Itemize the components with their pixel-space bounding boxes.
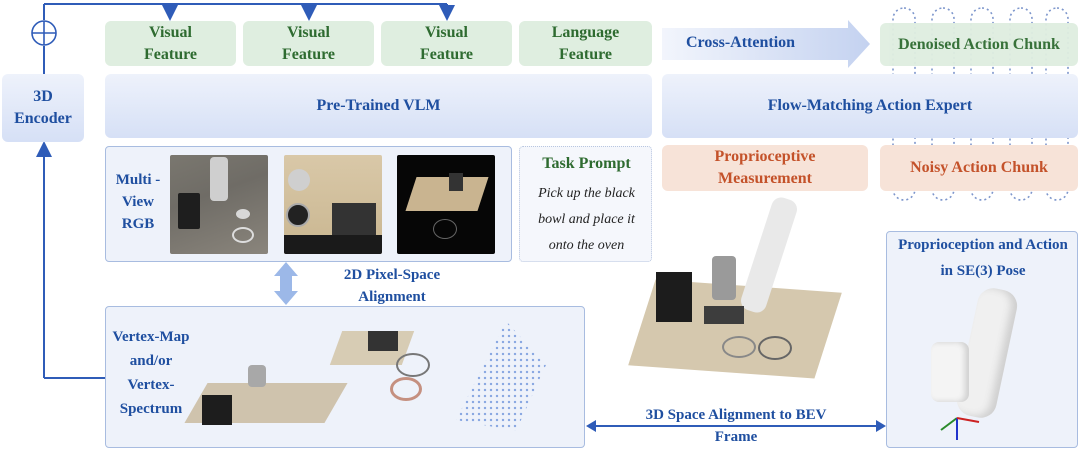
vertex-spectrum-points (456, 321, 546, 431)
noisy-action-chunk-label: Noisy Action Chunk (910, 159, 1048, 176)
space-alignment-label: 3D Space Alignment to BEV Frame (645, 407, 827, 445)
denoised-action-chunk: Denoised Action Chunk (880, 23, 1078, 66)
3d-encoder-box: 3D Encoder (2, 74, 84, 142)
proprioceptive-measurement: Proprioceptive Measurement (662, 145, 868, 191)
task-prompt-text: Pick up the black bowl and place it onto… (538, 186, 635, 253)
task-prompt-panel: Task Prompt Pick up the black bowl and p… (519, 146, 652, 262)
visual-feature-2-label: Visual Feature (281, 23, 335, 63)
task-prompt-title: Task Prompt (542, 155, 631, 172)
visual-feature-2: Visual Feature (243, 21, 374, 66)
action-expert-label: Flow-Matching Action Expert (767, 97, 973, 114)
se3-pose-label: Proprioception and Action in SE(3) Pose (898, 237, 1068, 279)
pixel-align-arrow (274, 262, 298, 305)
vertex-map-rings (390, 377, 422, 401)
bev-scene-image (628, 194, 846, 392)
visual-feature-1-label: Visual Feature (143, 23, 197, 63)
rgb-view-3-image (397, 155, 495, 254)
language-feature-label: Language Feature (551, 23, 620, 63)
noisy-action-chunk: Noisy Action Chunk (880, 145, 1078, 191)
visual-feature-1: Visual Feature (105, 21, 236, 66)
vertex-map-panel: Vertex-Map and/or Vertex-Spectrum (105, 306, 585, 448)
3d-encoder-label: 3D Encoder (14, 88, 72, 127)
rgb-view-1-image (170, 155, 268, 254)
denoised-action-chunk-label: Denoised Action Chunk (898, 35, 1060, 53)
flow-matching-action-expert: Flow-Matching Action Expert (662, 74, 1078, 138)
vertex-map-label: Vertex-Map and/or Vertex-Spectrum (112, 329, 190, 417)
visual-feature-3: Visual Feature (381, 21, 512, 66)
pixel-space-alignment-label: 2D Pixel-Space Alignment (343, 267, 441, 305)
robot-gripper-image (931, 342, 969, 402)
add-icon (31, 20, 57, 46)
vertex-map-oven (368, 331, 398, 351)
vertex-map-cabinet (202, 395, 232, 425)
se3-pose-panel: Proprioception and Action in SE(3) Pose (886, 231, 1078, 448)
vertex-map-bowls (396, 353, 430, 377)
proprioceptive-measurement-label: Proprioceptive Measurement (714, 148, 816, 187)
cross-attention-arrow (662, 20, 870, 68)
visual-feature-3-label: Visual Feature (419, 23, 473, 63)
rgb-view-2-image (284, 155, 382, 254)
pre-trained-vlm: Pre-Trained VLM (105, 74, 652, 138)
cross-attention-label: Cross-Attention (686, 34, 796, 51)
vlm-label: Pre-Trained VLM (316, 97, 441, 114)
language-feature: Language Feature (519, 21, 652, 66)
feedback-arrows (36, 3, 455, 379)
multi-view-rgb-label: Multi -View RGB (115, 172, 161, 232)
pose-axes-icon (940, 417, 980, 440)
vertex-map-robot (248, 365, 266, 387)
multi-view-rgb-panel: Multi -View RGB (105, 146, 512, 262)
